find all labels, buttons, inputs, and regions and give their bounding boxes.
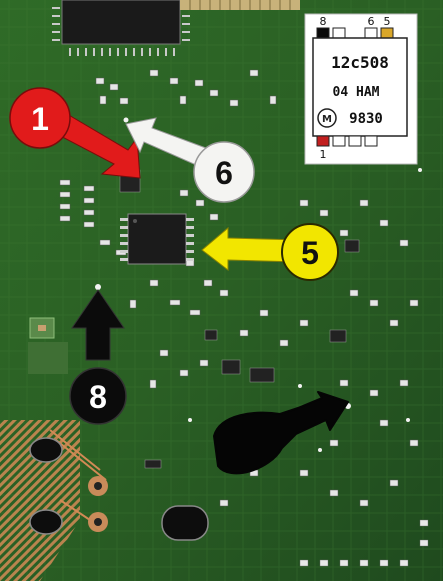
arrow-white-6: 6 <box>125 117 255 203</box>
arrow-label-6: 6 <box>215 155 233 191</box>
connector-strip <box>180 0 300 10</box>
arrow-yellow-5: 5 <box>201 223 339 281</box>
pin-8-square <box>316 27 330 39</box>
chip-pinout-inset: 8 6 5 12c508 04 HAM M 9830 1 <box>304 13 418 165</box>
pin-label-5: 5 <box>384 15 391 28</box>
arrow-black-8: 8 <box>69 289 127 425</box>
pin-6-square <box>364 27 378 39</box>
arrow-red-1: 1 <box>9 87 141 179</box>
test-pad <box>28 317 68 374</box>
pin-1-square <box>316 135 330 147</box>
arrow-label-5: 5 <box>301 235 319 271</box>
edge-contacts <box>0 420 107 581</box>
pin-label-8: 8 <box>320 15 327 28</box>
right-pad-grid <box>299 519 429 567</box>
pin-label-1: 1 <box>320 148 327 161</box>
chip-date-code: 04 HAM <box>333 85 380 100</box>
black-bent-arrow <box>213 391 349 475</box>
smd-components <box>59 69 419 507</box>
mounting-slots <box>29 437 209 541</box>
arrow-label-1: 1 <box>31 101 49 137</box>
chip-part-number: 12c508 <box>331 53 389 72</box>
pin-label-6: 6 <box>368 15 375 28</box>
top-ic <box>52 0 190 56</box>
arrow-label-8: 8 <box>89 379 107 415</box>
svg-text:M: M <box>322 114 332 125</box>
pin-2-square <box>332 135 346 147</box>
target-soic-chip <box>120 213 194 265</box>
pin-3-square <box>348 135 362 147</box>
plated-holes <box>88 476 108 532</box>
chip-batch-code: 9830 <box>349 111 383 127</box>
pin-4-square <box>364 135 378 147</box>
pin-7-square <box>332 27 346 39</box>
manufacturer-logo-icon <box>317 108 337 128</box>
pin-5-square <box>380 27 394 39</box>
